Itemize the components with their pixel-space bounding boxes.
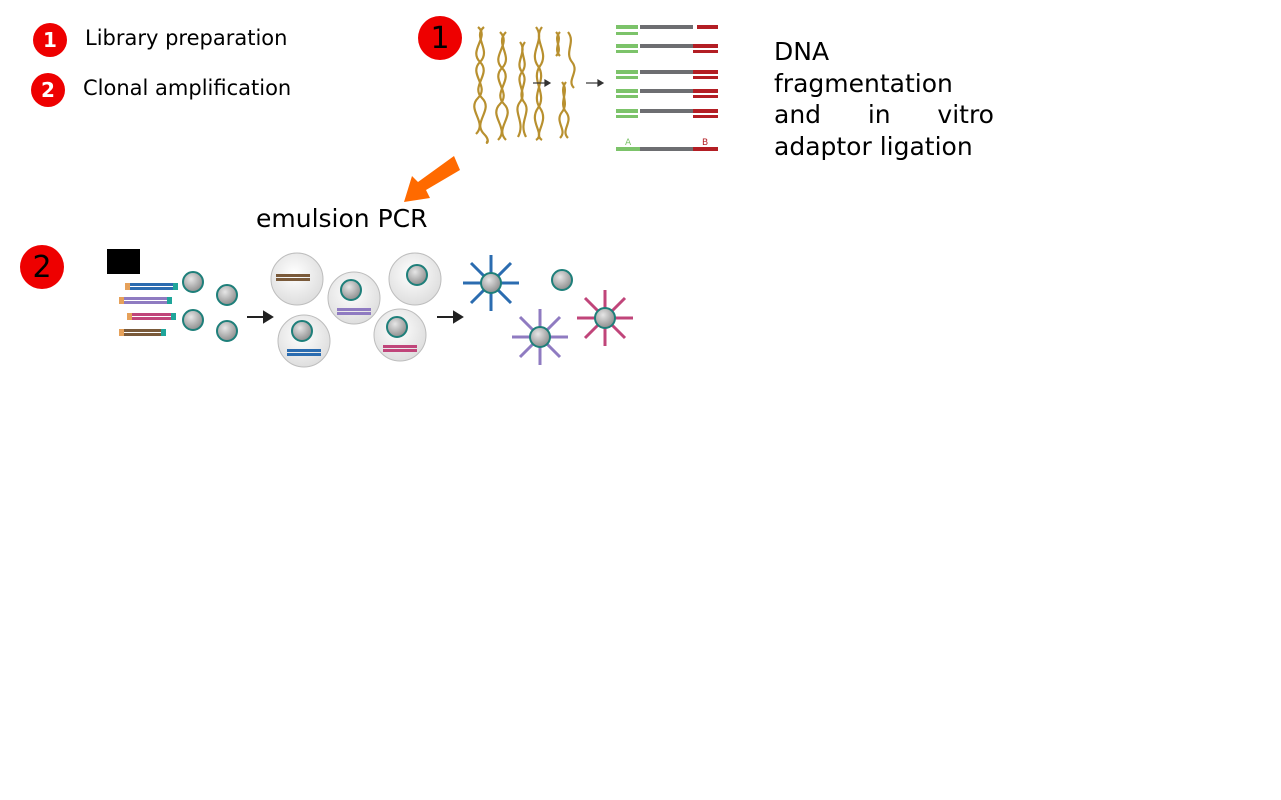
step1-description: DNA fragmentation and in vitro adaptor l…	[774, 36, 994, 162]
legend-badge-1: 1	[33, 23, 67, 57]
dna-fragment-2b	[558, 81, 567, 139]
droplet-1	[270, 252, 324, 306]
step2-badge: 2	[20, 245, 64, 289]
desc-word-vitro: vitro	[937, 100, 994, 129]
desc-line-4: adaptor ligation	[774, 131, 973, 161]
amplified-bead-pink	[577, 290, 633, 346]
droplet-2	[327, 271, 381, 325]
fragment-row-1	[616, 25, 718, 35]
legend-label-clonal-amplification: Clonal amplification	[83, 76, 292, 100]
droplet-3	[388, 252, 442, 306]
legend-label-library-preparation: Library preparation	[85, 26, 288, 50]
beads-left	[182, 271, 238, 342]
fragment-row-2	[616, 44, 718, 53]
fragment-row-adapters: A B	[616, 138, 718, 151]
desc-word-in: in	[867, 100, 891, 129]
adaptor-a-label: A	[625, 138, 632, 148]
droplets	[270, 252, 442, 368]
small-arrow-1-head	[544, 78, 552, 88]
amplified-bead-blue	[463, 255, 519, 311]
amplified-bead-empty	[551, 269, 573, 291]
bead-3	[182, 309, 204, 331]
legend-number-1: 1	[43, 28, 57, 52]
desc-line-1: DNA	[774, 37, 830, 66]
dna-helix-2b	[495, 31, 508, 141]
legend-badge-2: 2	[31, 73, 65, 107]
flow-arrow-1	[247, 310, 274, 324]
orange-arrow-icon	[404, 156, 460, 202]
dna-fragmentation-illustration: A B	[473, 25, 718, 151]
small-arrow-2-head	[597, 78, 605, 88]
dna-helix-group	[473, 26, 576, 144]
droplet-5	[373, 308, 427, 362]
legend-number-2: 2	[41, 78, 55, 102]
bead-2	[216, 284, 238, 306]
fragment-row-3	[616, 70, 718, 79]
library-fragments	[119, 283, 178, 336]
step1-badge: 1	[418, 16, 462, 60]
desc-word-and: and	[774, 100, 822, 129]
emulsion-pcr-illustration	[119, 252, 633, 368]
dna-fragment-1b	[555, 31, 561, 57]
droplet-4	[277, 314, 331, 368]
small-arrows	[533, 78, 605, 88]
dna-helix-1b	[473, 26, 486, 135]
dna-helix-3	[518, 41, 528, 138]
dna-helix-1	[475, 26, 489, 144]
dna-helix-2	[497, 31, 509, 141]
adaptor-b-label: B	[702, 138, 708, 148]
desc-line-3: and in vitro	[774, 99, 994, 131]
black-marker	[107, 249, 140, 274]
bead-4	[216, 320, 238, 342]
dna-fragment-2	[561, 81, 570, 139]
bead-1	[182, 271, 204, 293]
fragment-row-4	[616, 89, 718, 98]
flow-arrow-2	[437, 310, 464, 324]
ligated-fragments: A B	[616, 25, 718, 151]
emulsion-pcr-label: emulsion PCR	[256, 204, 428, 233]
amplified-bead-purple	[512, 309, 568, 365]
step1-number: 1	[430, 20, 450, 56]
fragment-row-5	[616, 109, 718, 118]
dna-helix-4b	[533, 26, 545, 141]
desc-line-2: fragmentation	[774, 68, 953, 98]
dna-helix-3b	[516, 41, 526, 138]
dna-fragment-3	[567, 31, 576, 89]
desc-line-3-words: and in vitro	[774, 99, 994, 131]
step2-number: 2	[32, 249, 52, 285]
